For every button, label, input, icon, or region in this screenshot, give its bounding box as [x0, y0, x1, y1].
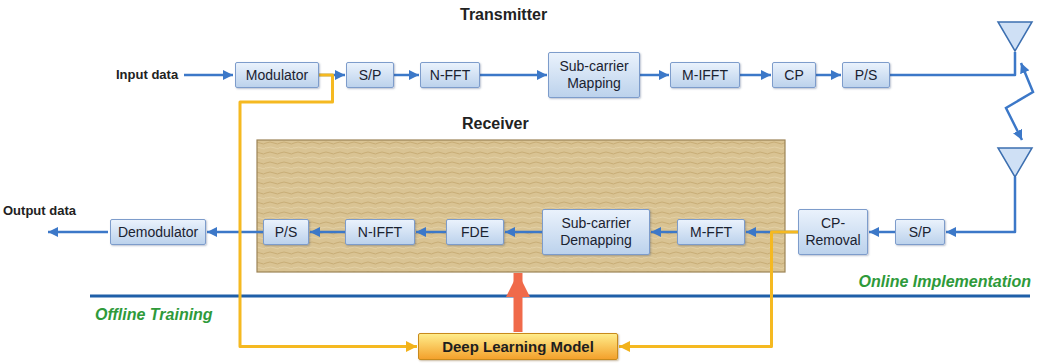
box-label: P/S	[855, 67, 878, 84]
process-box: CP	[772, 62, 816, 88]
box-label: N-FFT	[430, 67, 470, 84]
process-box: M-IFFT	[670, 62, 740, 88]
box-label: CP	[784, 67, 803, 84]
box-label: FDE	[461, 224, 489, 241]
flow-arrow	[416, 231, 446, 234]
process-box: Sub-carrier Mapping	[548, 52, 640, 98]
text-label: Input data	[116, 67, 178, 82]
panel-texture	[257, 140, 785, 272]
output-arrow	[48, 231, 108, 234]
box-label: Demodulator	[118, 224, 198, 241]
divider-line	[90, 295, 1030, 298]
process-box: M-FFT	[677, 219, 745, 245]
training-path	[240, 75, 417, 347]
flow-arrow	[890, 52, 1015, 232]
antenna-symbol	[998, 22, 1032, 51]
box-label: S/P	[909, 224, 932, 241]
process-box: S/P	[346, 62, 394, 88]
box-label: Sub-carrier Demapping	[547, 215, 645, 249]
process-box: Sub-carrier Demapping	[542, 209, 650, 255]
flow-arrow	[310, 231, 345, 234]
receiver-panel: ReceiverM-FFTSub-carrier DemappingFDEN-I…	[257, 140, 785, 272]
box-label: Deep Learning Model	[442, 338, 594, 355]
process-box: Modulator	[235, 62, 319, 88]
antenna-symbol	[998, 148, 1032, 177]
box-label: P/S	[275, 224, 298, 241]
process-box: N-FFT	[420, 62, 480, 88]
text-label: Output data	[3, 203, 76, 218]
process-box: Demodulator	[110, 219, 206, 245]
flow-arrow	[394, 74, 419, 77]
flow-arrow	[505, 231, 542, 234]
process-box: FDE	[446, 219, 504, 245]
flow-arrow	[816, 74, 841, 77]
flow-arrow	[480, 74, 547, 77]
box-label: N-IFFT	[358, 224, 402, 241]
box-label: M-IFFT	[682, 67, 728, 84]
panel-heading: Receiver	[462, 115, 529, 133]
process-box: S/P	[895, 219, 945, 245]
text-label: Online Implementation	[859, 273, 1031, 291]
box-label: S/P	[359, 67, 382, 84]
model-box: Deep Learning Model	[418, 333, 618, 360]
text-label: Offline Training	[95, 306, 213, 324]
flow-arrow	[207, 231, 263, 234]
process-box: N-IFFT	[345, 219, 415, 245]
box-label: M-FFT	[690, 224, 732, 241]
box-label: CP-Removal	[803, 215, 863, 249]
flow-arrow	[651, 231, 677, 234]
text-label: Transmitter	[460, 6, 547, 24]
box-label: Sub-carrier Mapping	[553, 58, 635, 92]
flow-arrow	[640, 74, 669, 77]
deploy-arrow	[514, 273, 523, 332]
input-arrow	[184, 74, 233, 77]
process-box: CP-Removal	[798, 209, 868, 255]
flow-arrow	[740, 74, 771, 77]
box-label: Modulator	[246, 67, 308, 84]
process-box: P/S	[263, 219, 309, 245]
process-box: P/S	[842, 62, 890, 88]
flow-arrow	[869, 231, 895, 234]
